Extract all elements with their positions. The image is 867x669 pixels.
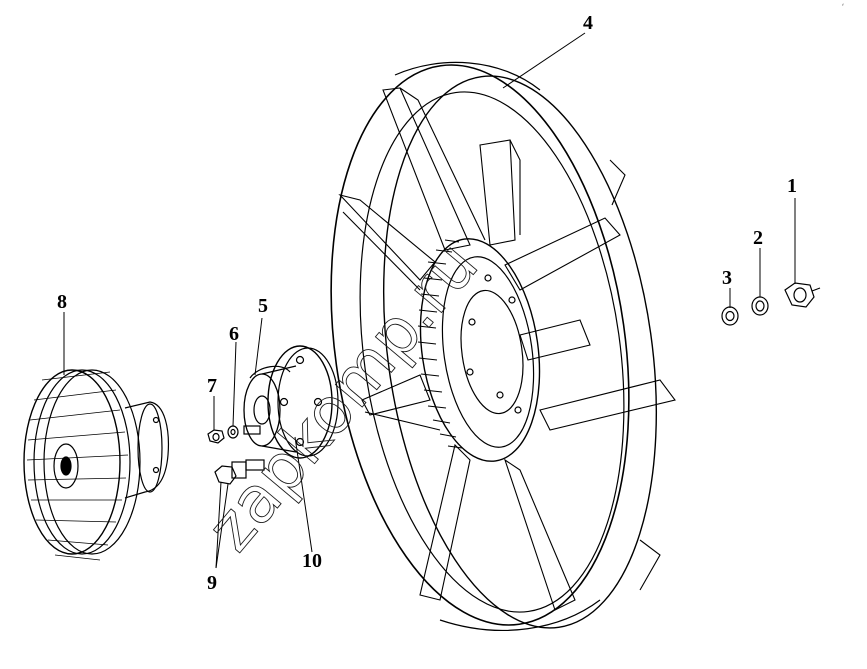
spring-washer-2 [751, 296, 769, 316]
nut-1 [784, 282, 821, 308]
adapter-flange [243, 345, 339, 459]
fan-hub-fins [417, 239, 463, 449]
fan-assembly [330, 61, 676, 632]
nut-7 [207, 429, 225, 444]
callout-10: 10 [302, 550, 322, 572]
callout-4: 4 [583, 12, 593, 34]
fan-rim-back [382, 75, 658, 629]
callout-3: 3 [722, 267, 732, 289]
leader-lines [63, 32, 796, 569]
fan-hub-inner [441, 256, 535, 448]
corner-mark: ⸗ [842, 2, 844, 8]
bolt-9 [214, 459, 265, 485]
watermark-text: zapkomp.ru [194, 228, 493, 565]
callout-9: 9 [207, 572, 217, 594]
callout-1: 1 [787, 175, 797, 197]
callout-7: 7 [207, 375, 217, 397]
callout-5: 5 [258, 295, 268, 317]
fan-outer-ring [330, 64, 630, 626]
washer-3 [721, 306, 739, 326]
fan-inner-ring [359, 91, 625, 613]
stud-6 [243, 425, 261, 435]
callout-6: 6 [229, 323, 239, 345]
callout-2: 2 [753, 227, 763, 249]
fan-hub-bore [460, 289, 524, 415]
viscous-fan-clutch [23, 369, 170, 561]
fan-blades [338, 87, 676, 611]
callout-8: 8 [57, 291, 67, 313]
washer-6 [227, 425, 239, 439]
